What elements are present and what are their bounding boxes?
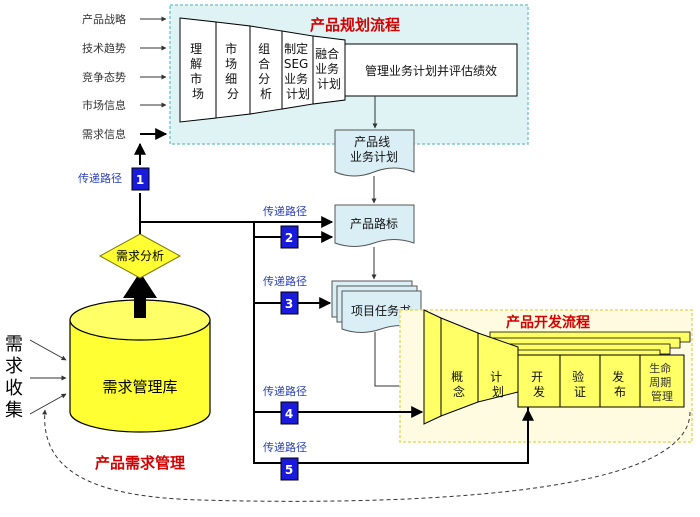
dev-funnel-edge-1 [423,309,442,425]
cylinder-body [69,319,211,433]
analysis-label: 需求分析 [116,249,164,263]
collect-arrow-1 [29,339,67,361]
input-label-4: 市场信息 [82,98,126,112]
dev-stage-1-label: 概 念 [451,370,467,399]
doc-roadmap [334,204,415,247]
dev-stage-5-label: 发 布 [612,369,628,399]
dev-stage-4-label: 验 证 [572,369,588,399]
database-cylinder [69,299,211,433]
collect-label: 需 求 收 集 [5,334,29,421]
path-2-label: 传递路径 [263,204,307,218]
stage-2-label: 市 场 细 分 [225,41,241,101]
path-box-2: 2 [280,225,299,249]
path-number-3: 3 [285,297,293,311]
path-box-1: 1 [131,167,150,191]
planning-stage-5 [312,35,346,105]
planning-title: 产品规划流程 [310,16,400,34]
dev-stage-5 [599,354,641,408]
dev-stage-6 [639,354,685,408]
doc-task-book-label: 项目任务书 [351,303,411,318]
stage-3-label: 组 合 分 析 [258,42,274,101]
input-label-3: 竞争态势 [82,70,126,84]
dev-stage-1 [440,317,479,417]
path-number-1: 1 [136,173,144,187]
path-4-label: 传递路径 [263,384,307,398]
development-title: 产品开发流程 [506,314,590,331]
path-box-5: 5 [280,457,299,481]
path-3-label: 传递路径 [263,274,307,288]
path-number-5: 5 [285,463,293,477]
planning-final-stage [344,43,518,97]
input-label-5: 需求信息 [82,127,126,141]
doc-product-line-label: 产品线 业务计划 [350,135,398,164]
path-1-label: 传递路径 [78,171,122,185]
dev-stage-2-label: 计 划 [490,370,506,399]
dev-stage-3-label: 开 发 [531,370,547,399]
stage-1-label: 理 解 市 场 [190,42,206,101]
input-label-1: 产品战略 [82,12,126,26]
stage-5-label: 融合 业务 计划 [315,46,343,91]
input-label-2: 技术趋势 [82,42,126,55]
dev-stage-4 [559,354,601,408]
doc-roadmap-label: 产品路标 [350,216,398,231]
path-5-label: 传递路径 [263,440,307,454]
final-stage-label: 管理业务计划并评估绩效 [365,63,497,78]
dev-stage-6-label: 生命 周期 管理 [649,361,675,403]
planning-stage-labels: 理 解 市 场 市 场 细 分 组 合 分 析 制定 SEG 业务 计划 融合 … [190,41,497,101]
database-label: 需求管理库 [102,378,177,396]
planning-funnel [179,17,518,123]
collect-arrow-3 [29,393,67,415]
feedback-loop [42,409,691,502]
analysis-diamond [98,233,182,279]
big-up-arrow [123,272,157,318]
stage-4-label: 制定 SEG 业务 计划 [284,41,312,101]
path-box-4: 4 [280,401,299,425]
path-number-4: 4 [285,407,293,421]
development-stage-labels: 概 念 计 划 开 发 验 证 发 布 生命 周期 管理 [451,361,675,403]
path-box-3: 3 [280,291,299,315]
input-list: 产品战略 技术趋势 竞争态势 市场信息 需求信息 [82,12,168,141]
development-funnel [423,309,685,425]
path-number-2: 2 [285,231,293,245]
doc-product-line [334,129,415,177]
requirements-mgmt-title: 产品需求管理 [95,454,185,472]
